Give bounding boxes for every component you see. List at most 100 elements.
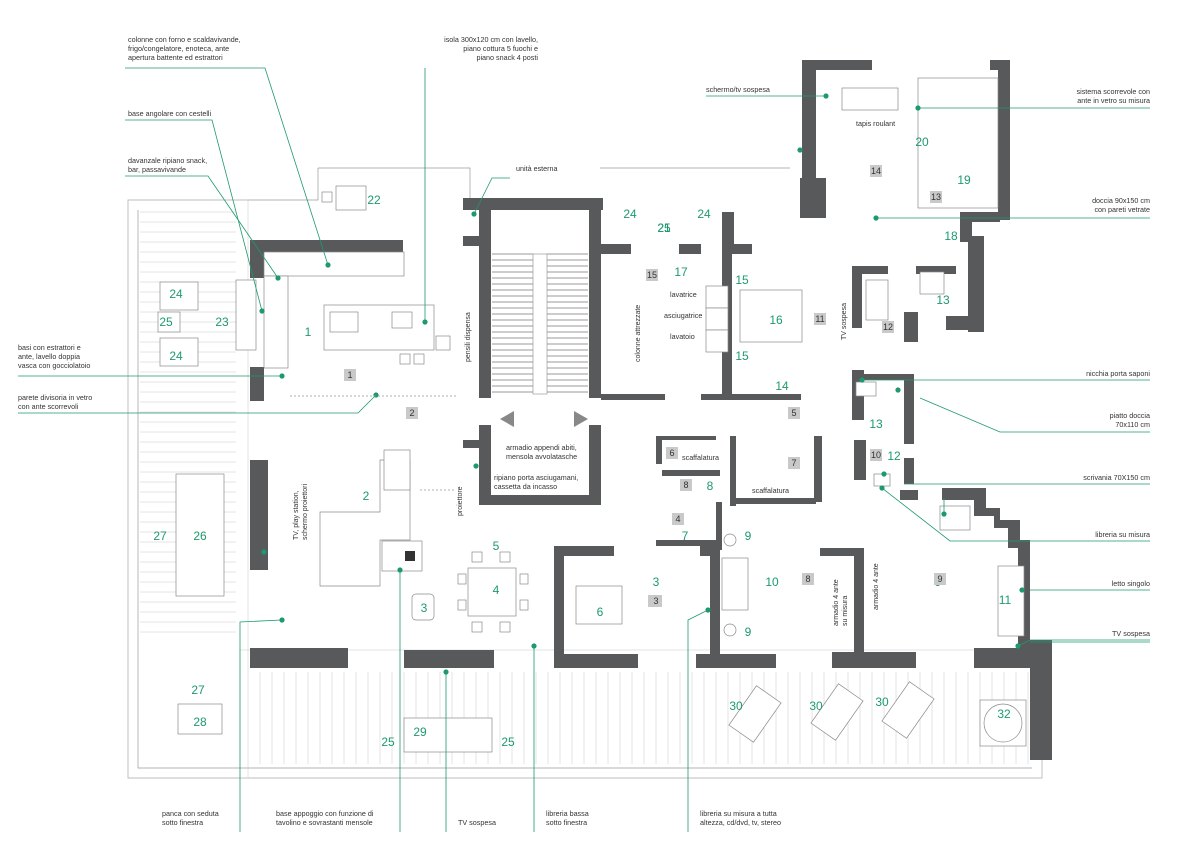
room-number: 15 <box>735 273 749 287</box>
interior-labels: armadio appendi abiti,mensola avvolatasc… <box>293 119 895 626</box>
room-number: 15 <box>735 349 749 363</box>
svg-text:6: 6 <box>669 448 674 458</box>
svg-text:10: 10 <box>871 450 881 460</box>
room-number: 29 <box>413 725 427 739</box>
room-number: 30 <box>875 695 889 709</box>
room-tag: 1 <box>344 369 356 381</box>
room-number: 27 <box>153 529 167 543</box>
room-number: 14 <box>775 379 789 393</box>
room-number: 13 <box>869 417 883 431</box>
room-number: 1 <box>305 325 312 339</box>
annotation-desk: scrivania 70X150 cm <box>1083 473 1150 482</box>
label-tv-playstation: TV, play station,schermo proiettori <box>293 484 309 540</box>
room-number: 13 <box>936 293 950 307</box>
room-number: 24 <box>169 287 183 301</box>
room-number: 23 <box>215 315 229 329</box>
room-number: 18 <box>944 229 958 243</box>
room-tag: 10 <box>870 449 882 461</box>
room-number: 8 <box>707 479 714 493</box>
room-tag: 7 <box>788 457 800 469</box>
label-shelving-2: scaffalatura <box>752 486 789 495</box>
room-number: 24 <box>697 207 711 221</box>
room-tag: 8 <box>802 573 814 585</box>
room-number: 11 <box>999 593 1012 607</box>
annotation-tv-suspended-right: TV sospesa <box>1112 629 1150 638</box>
annotation-single-bed: letto singolo <box>1112 579 1150 588</box>
svg-text:15: 15 <box>647 270 657 280</box>
room-number: 30 <box>729 699 743 713</box>
label-towel-shelf: ripiano porta asciugamani,cassetta da in… <box>494 473 578 491</box>
room-number: 25 <box>381 735 395 749</box>
room-number: 30 <box>809 699 823 713</box>
room-number: 19 <box>957 173 971 187</box>
room-number: 16 <box>769 313 783 327</box>
svg-text:8: 8 <box>805 574 810 584</box>
room-number: 2 <box>363 489 370 503</box>
room-number: 7 <box>682 529 689 543</box>
room-tag: 13 <box>930 191 942 203</box>
label-wardrobe-4-doors-b: armadio 4 ante <box>873 563 880 610</box>
annotation-tv-suspended-bottom: TV sospesa <box>458 818 496 827</box>
annotation-ovens: colonne con forno e scaldavivande,frigo/… <box>128 35 241 62</box>
svg-text:5: 5 <box>791 408 796 418</box>
room-tag: 8 <box>680 479 692 491</box>
svg-text:14: 14 <box>871 166 881 176</box>
arrow-left-icon <box>500 411 514 427</box>
room-tag: 3 <box>650 595 662 607</box>
annotation-soap-niche: nicchia porta saponi <box>1086 369 1150 378</box>
room-number: 24 <box>623 207 637 221</box>
room-number: 17 <box>674 265 688 279</box>
arrow-right-icon <box>574 411 588 427</box>
svg-text:2: 2 <box>409 408 414 418</box>
annotation-bookcase: libreria su misura <box>1095 530 1150 539</box>
room-number: 20 <box>915 135 929 149</box>
label-pantry-cabinets: pensili dispensa <box>465 312 472 362</box>
room-number: 9 <box>745 529 752 543</box>
room-number: 22 <box>367 193 381 207</box>
room-number: 25 <box>657 221 671 235</box>
label-equipped-columns: colonne attrezzate <box>635 305 642 362</box>
label-tv-suspended-vertical: TV sospesa <box>841 303 848 340</box>
room-number: 26 <box>193 529 207 543</box>
svg-text:3: 3 <box>653 596 658 606</box>
label-shelving-1: scaffalatura <box>682 453 719 462</box>
room-tag: 2 <box>406 407 418 419</box>
room-number: 10 <box>765 575 779 589</box>
stair-well <box>532 253 548 395</box>
annotation-island: isola 300x120 cm con lavello,piano cottu… <box>444 35 538 62</box>
room-tags: 12334567889101112131415 <box>344 165 946 607</box>
room-number: 3 <box>653 575 660 589</box>
room-number: 3 <box>421 601 428 615</box>
room-number: 28 <box>193 715 207 729</box>
room-tag: 15 <box>646 269 658 281</box>
room-number: 27 <box>191 683 205 697</box>
svg-text:13: 13 <box>931 192 941 202</box>
annotation-screen-tv: schermo/tv sospesa <box>706 85 770 94</box>
svg-text:11: 11 <box>815 314 824 324</box>
room-number: 32 <box>997 707 1011 721</box>
annotation-snack-sill: davanzale ripiano snack,bar, passavivand… <box>128 156 207 174</box>
room-number: 12 <box>887 449 901 463</box>
label-washtub: lavatoio <box>670 332 695 341</box>
room-number: 6 <box>597 605 604 619</box>
room-tag: 9 <box>934 573 946 585</box>
room-number: 4 <box>493 583 500 597</box>
svg-text:7: 7 <box>791 458 796 468</box>
room-number: 25 <box>501 735 515 749</box>
svg-text:9: 9 <box>937 574 942 584</box>
leader-lines <box>18 67 1150 832</box>
label-projector: proiettore <box>457 486 464 516</box>
walls <box>250 60 1052 760</box>
annotation-external-unit: unità esterna <box>516 164 558 173</box>
room-number: 24 <box>169 349 183 363</box>
room-tag: 6 <box>666 447 678 459</box>
room-tag: 5 <box>788 407 800 419</box>
